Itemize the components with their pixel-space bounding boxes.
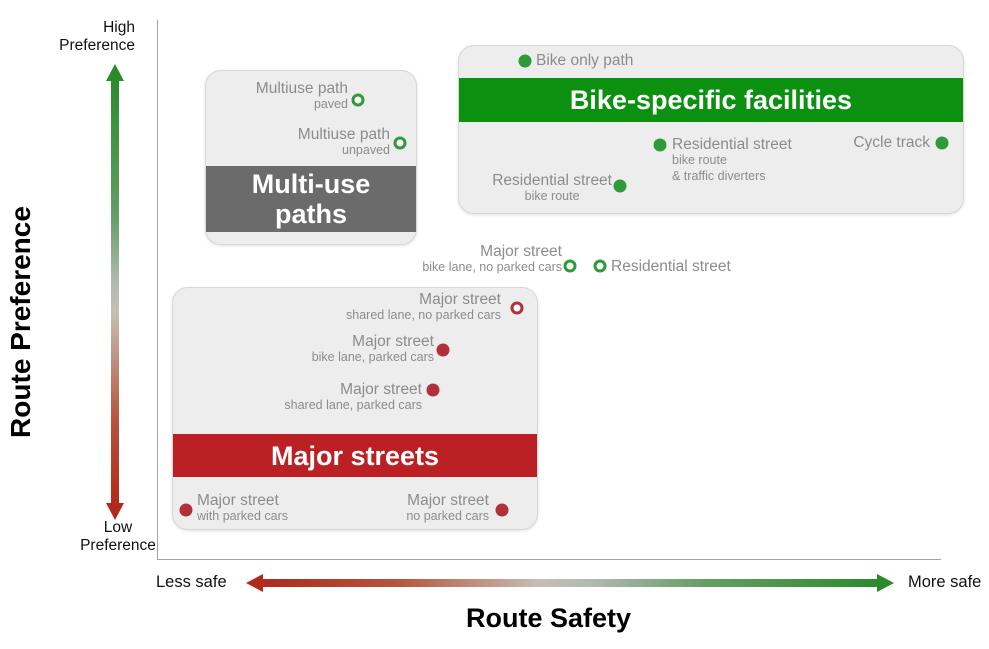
y-axis-high-label: High Preference bbox=[59, 19, 135, 54]
label-sub-residential-street-bike-route-diverters-0: bike route bbox=[672, 153, 727, 167]
label-sub-multiuse-path-unpaved-0: unpaved bbox=[342, 143, 390, 157]
label-sub-major-street-shared-lane-parked-cars-0: shared lane, parked cars bbox=[284, 398, 422, 412]
dot-residential-street-bike-route bbox=[613, 179, 627, 193]
label-sub-major-street-bike-lane-no-parked-cars-0: bike lane, no parked cars bbox=[422, 260, 562, 274]
label-sub-major-street-no-parked-cars-0: no parked cars bbox=[406, 509, 489, 523]
label-residential-street: Residential street bbox=[611, 258, 731, 275]
arrowhead-left-icon bbox=[246, 574, 263, 592]
label-sub-major-street-bike-lane-parked-cars-0: bike lane, parked cars bbox=[311, 350, 434, 364]
label-main-multiuse-path-paved: Multiuse path bbox=[255, 80, 348, 97]
label-sub-residential-street-bike-route-0: bike route bbox=[524, 189, 580, 203]
dot-multiuse-path-unpaved bbox=[393, 136, 407, 150]
x-axis-left-label: Less safe bbox=[156, 573, 227, 591]
major-streets-box: Major streets bbox=[172, 287, 538, 530]
major-streets-band: Major streets bbox=[173, 434, 537, 477]
y-axis-gradient-arrow bbox=[106, 64, 124, 520]
dot-bike-only-path bbox=[518, 54, 532, 68]
label-main-major-street-bike-lane-no-parked-cars: Major street bbox=[480, 243, 562, 260]
dot-cycle-track bbox=[935, 136, 949, 150]
label-sub-major-street-shared-lane-no-parked-cars-0: shared lane, no parked cars bbox=[346, 308, 501, 322]
bike-specific-facilities-band: Bike-specific facilities bbox=[459, 78, 963, 122]
arrowhead-down-icon bbox=[106, 503, 124, 520]
label-sub-residential-street-bike-route-diverters-1: & traffic diverters bbox=[672, 168, 766, 183]
dot-residential-street-bike-route-diverters bbox=[653, 138, 667, 152]
y-arrow-shaft bbox=[111, 78, 119, 506]
dot-major-street-bike-lane-parked-cars bbox=[436, 343, 450, 357]
label-main-residential-street-bike-route-diverters: Residential street bbox=[672, 136, 792, 153]
multi-use-paths-label: Multi-use paths bbox=[251, 169, 371, 229]
dot-major-street-no-parked-cars bbox=[495, 503, 509, 517]
bike-specific-facilities-label: Bike-specific facilities bbox=[569, 85, 853, 115]
dot-major-street-shared-lane-no-parked-cars bbox=[510, 301, 524, 315]
bike-specific-facilities-box: Bike-specific facilities bbox=[458, 45, 964, 214]
x-axis-right-label: More safe bbox=[908, 573, 982, 591]
y-axis-low-label: Low Preference bbox=[80, 519, 156, 554]
label-main-multiuse-path-unpaved: Multiuse path bbox=[297, 126, 390, 143]
label-bike-only-path: Bike only path bbox=[536, 52, 633, 69]
dot-major-street-bike-lane-no-parked-cars bbox=[563, 259, 577, 273]
label-main-major-street-with-parked-cars: Major street bbox=[197, 492, 279, 509]
label-main-cycle-track: Cycle track bbox=[853, 134, 930, 151]
multi-use-paths-band: Multi-use paths bbox=[206, 166, 416, 232]
x-axis-title: Route Safety bbox=[465, 603, 632, 633]
arrowhead-right-icon bbox=[877, 574, 894, 592]
arrowhead-up-icon bbox=[106, 64, 124, 81]
label-main-major-street-no-parked-cars: Major street bbox=[407, 492, 489, 509]
label-cycle-track: Cycle track bbox=[853, 134, 930, 151]
label-sub-major-street-with-parked-cars-0: with parked cars bbox=[197, 509, 289, 523]
x-axis-gradient-arrow bbox=[246, 574, 894, 592]
label-main-major-street-shared-lane-parked-cars: Major street bbox=[340, 381, 422, 398]
dot-multiuse-path-paved bbox=[351, 93, 365, 107]
y-axis-line bbox=[157, 20, 158, 560]
multi-use-paths-box: Multi-use paths bbox=[205, 70, 417, 245]
label-main-residential-street-bike-route: Residential street bbox=[492, 172, 612, 189]
label-main-bike-only-path: Bike only path bbox=[536, 52, 634, 69]
x-arrow-shaft bbox=[260, 579, 880, 587]
dot-residential-street bbox=[593, 259, 607, 273]
x-axis-line bbox=[157, 559, 941, 560]
y-axis-title: Route Preference bbox=[5, 206, 36, 438]
major-streets-label: Major streets bbox=[270, 440, 440, 471]
label-sub-multiuse-path-paved-0: paved bbox=[313, 97, 348, 111]
label-main-major-street-bike-lane-parked-cars: Major street bbox=[352, 333, 434, 350]
dot-major-street-with-parked-cars bbox=[179, 503, 193, 517]
label-main-residential-street: Residential street bbox=[611, 258, 731, 275]
dot-major-street-shared-lane-parked-cars bbox=[426, 383, 440, 397]
label-main-major-street-shared-lane-no-parked-cars: Major street bbox=[419, 291, 501, 308]
